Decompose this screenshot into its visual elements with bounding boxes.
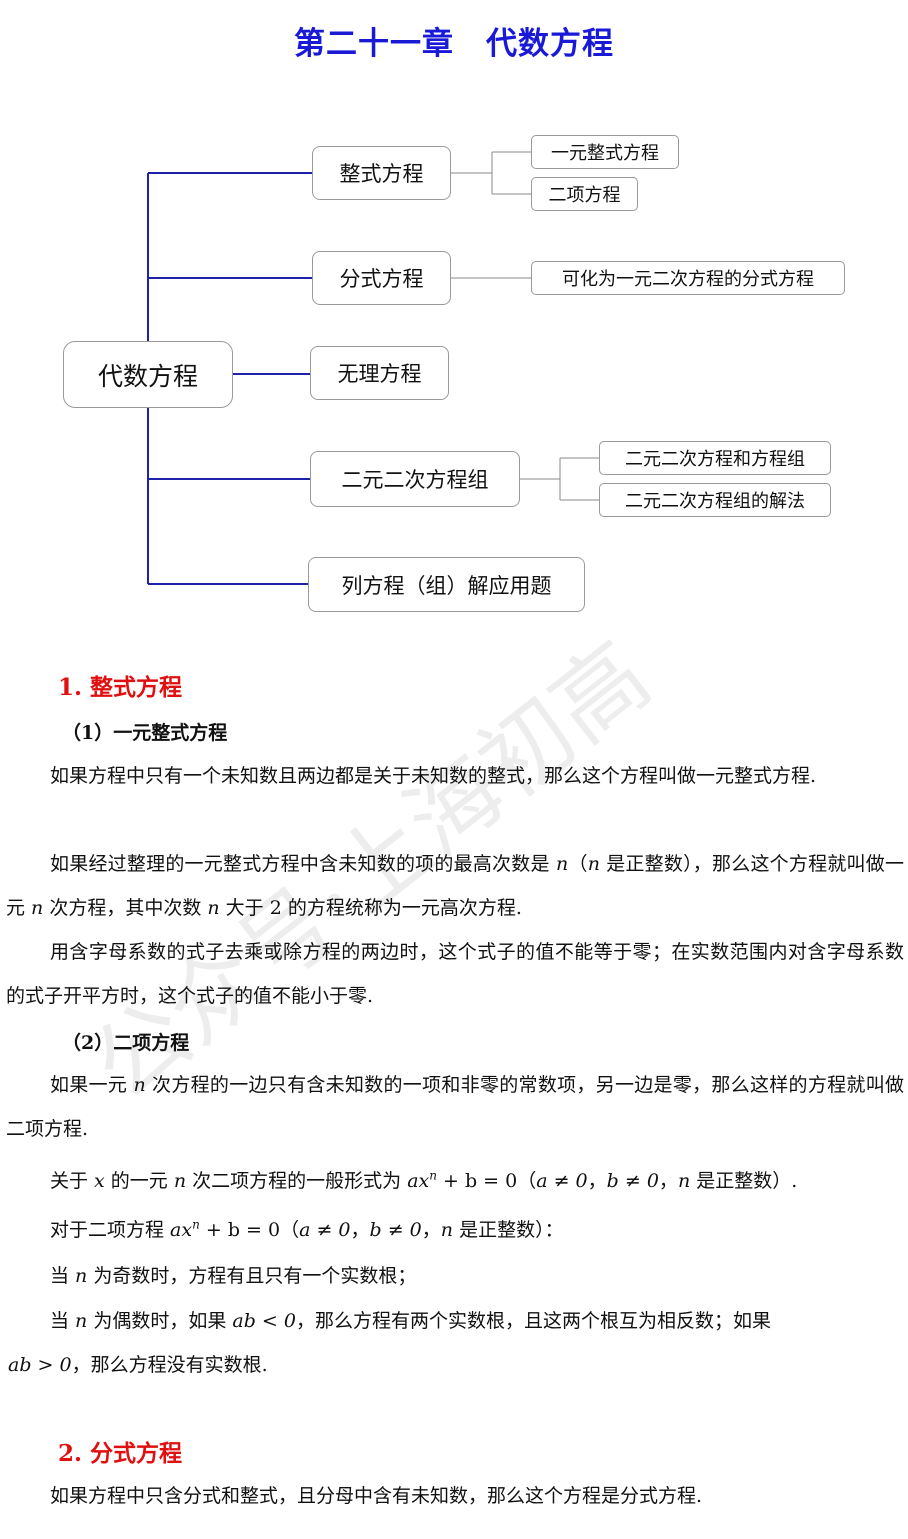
leaf-erxiang-node: 二项方程: [531, 177, 638, 211]
section1-heading: 1. 整式方程: [58, 674, 183, 701]
text-line: 当 n 为偶数时，如果 ab < 0，那么方程有两个实数根，且这两个根互为相反数…: [50, 1310, 771, 1332]
leaf-kehua-node: 可化为一元二次方程的分式方程: [531, 261, 845, 295]
branch-fenshi-node: 分式方程: [312, 251, 451, 305]
paragraph: 如果方程中只含分式和整式，且分母中含有未知数，那么这个方程是分式方程.: [50, 1485, 703, 1507]
paragraph: 用含字母系数的式子去乘或除方程的两边时，这个式子的值不能等于零；在实数范围内对含…: [6, 941, 904, 1007]
section1-sub1-heading: （1）一元整式方程: [62, 722, 228, 744]
paragraph: 如果一元 n 次方程的一边只有含未知数的一项和非零的常数项，另一边是零，那么这样…: [6, 1074, 904, 1140]
text-line: 当 n 为奇数时，方程有且只有一个实数根；: [50, 1265, 417, 1287]
branch-eryuan-node: 二元二次方程组: [310, 451, 520, 507]
leaf-eryuan-fangcheng-node: 二元二次方程和方程组: [599, 441, 831, 475]
branch-zhengshi-node: 整式方程: [312, 146, 451, 200]
mindmap: 代数方程 整式方程 一元整式方程 二项方程 分式方程 可化为一元二次方程的分式方…: [0, 0, 908, 640]
mindmap-root-node: 代数方程: [63, 341, 233, 408]
text-line: ab > 0，那么方程没有实数根.: [8, 1354, 268, 1376]
branch-lie-fangcheng-node: 列方程（组）解应用题: [308, 557, 585, 612]
paragraph: 如果方程中只有一个未知数且两边都是关于未知数的整式，那么这个方程叫做一元整式方程…: [50, 765, 817, 787]
section2-heading: 2. 分式方程: [58, 1440, 183, 1467]
paragraph: 如果经过整理的一元整式方程中含未知数的项的最高次数是 n（n 是正整数），那么这…: [6, 853, 904, 919]
page-title: 第二十一章 代数方程: [294, 26, 614, 62]
leaf-yiyuan-zhengshi-node: 一元整式方程: [531, 135, 679, 169]
formula-line: 关于 x 的一元 n 次二项方程的一般形式为 axn + b = 0（a ≠ 0…: [50, 1168, 798, 1192]
section1-sub2-heading: （2）二项方程: [62, 1032, 190, 1054]
mindmap-connectors: [147, 151, 599, 585]
branch-wuli-node: 无理方程: [310, 346, 449, 400]
formula-line: 对于二项方程 axn + b = 0（a ≠ 0，b ≠ 0，n 是正整数）：: [50, 1217, 564, 1241]
leaf-eryuan-jiefa-node: 二元二次方程组的解法: [599, 483, 831, 517]
